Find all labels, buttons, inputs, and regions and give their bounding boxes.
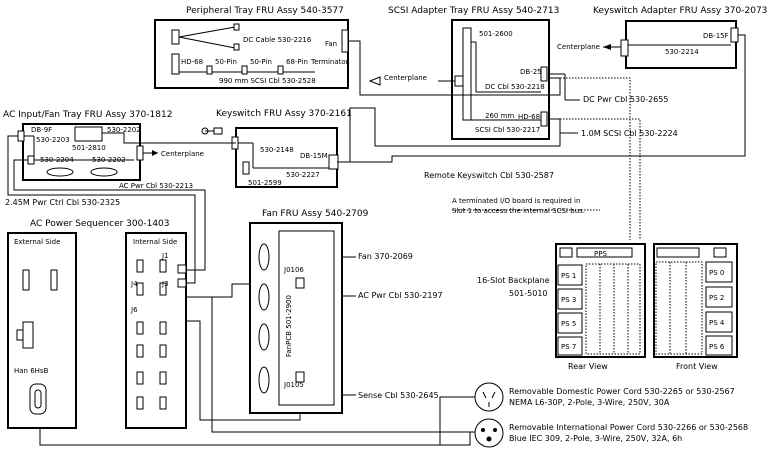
backplane-16-slot: 16-Slot Backplane 501-5010 PPS PS 1 PS 3… [477,243,738,371]
han-label: Han 6HsB [14,367,49,375]
j4-label: J4 [130,280,138,288]
p2148-label: 530-2148 [260,146,294,154]
sense-cbl-label: Sense Cbl 530-2645 [358,391,439,400]
ps3-label: PS 3 [561,296,576,304]
j0106-label: J0106 [283,266,304,274]
peripheral-tray-assembly: Peripheral Tray FRU Assy 540-3577 DC Cab… [154,6,349,89]
keyswitch-fru-assembly: Keyswitch FRU Assy 370-2161 530-2148 DB-… [201,109,352,188]
terminator-label: Terminator [310,58,349,66]
db25-label: DB-25 [520,68,542,76]
j1-label: J1 [161,252,169,260]
j0105-label: J0105 [283,381,304,389]
terminated-io-note: A terminated I/O board is required in Sl… [452,197,585,215]
backplane-line1: 16-Slot Backplane [477,276,550,285]
scsi-centerplane-label: Centerplane [384,74,427,82]
ac-power-sequencer: AC Power Sequencer 300-1403 External Sid… [7,219,187,429]
p2202a-label: 530-2202 [107,126,141,134]
keyswitch-fru-title: Keyswitch FRU Assy 370-2161 [216,109,352,119]
ps7-label: PS 7 [561,343,576,351]
fan-fru-title: Fan FRU Assy 540-2709 [262,209,369,219]
keyswitch-adapter-part: 530-2214 [665,48,699,56]
fan-icon [258,283,270,311]
scsi-adapter-tray-assembly: SCSI Adapter Tray FRU Assy 540-2713 501-… [368,6,559,140]
ac-input-fan-tray-assembly: AC Input/Fan Tray FRU Assy 370-1812 DB-9… [3,110,204,181]
ps1-label: PS 1 [561,272,576,280]
remote-keyswitch-label: Remote Keyswitch Cbl 530-2587 [424,171,554,180]
external-side-label: External Side [14,238,60,246]
scsi-cbl-2217-label: SCSI Cbl 530-2217 [475,126,540,134]
fan-icon [258,323,270,351]
front-view-label: Front View [676,362,718,371]
scsi-adapter-tray-title: SCSI Adapter Tray FRU Assy 540-2713 [388,6,559,16]
p2599-label: 501-2599 [248,179,282,187]
fan-icon [258,366,270,394]
fan-icon [258,243,270,271]
keyswitch-adapter-assembly: Keyswitch Adapter FRU Assy 370-2073 DB-1… [557,6,767,69]
j3-label: J3 [161,280,169,288]
scsi-adapter-board [462,27,472,121]
sequencer-title: AC Power Sequencer 300-1403 [30,219,170,229]
backplane-line2: 501-5010 [509,289,548,298]
note-line1: A terminated I/O board is required in [452,197,580,205]
db15f-label: DB-15F [703,32,729,40]
ps6-label: PS 6 [709,343,725,351]
pps-label: PPS [594,250,607,258]
intl-cord-line1: Removable International Power Cord 530-2… [509,423,748,432]
sequencer-internal-side [125,232,187,429]
scsi-cbl-990-label: 990 mm SCSI Cbl 530-2528 [219,77,316,85]
fan-label: Fan [325,40,337,48]
keyswitch-centerplane-label: Centerplane [557,43,600,51]
domestic-cord-line1: Removable Domestic Power Cord 530-2265 o… [509,387,735,396]
ac-input-tray-title: AC Input/Fan Tray FRU Assy 370-1812 [3,110,172,120]
iec309-plug-icon [474,418,504,448]
fan-cbl-label: Fan 370-2069 [358,252,413,261]
domestic-cord-line2: NEMA L6-30P, 2-Pole, 3-Wire, 250V, 30A [509,398,670,407]
internal-side-label: Internal Side [133,238,177,246]
fan-fru-assembly: Fan FRU Assy 540-2709 J0106 J0105 FanPCB… [249,209,369,414]
intl-cord-line2: Blue IEC 309, 2-Pole, 3-Wire, 250V, 32A,… [509,434,682,443]
p2227-label: 530-2227 [286,171,320,179]
db15m-label: DB-15M [300,152,328,160]
mm260-label: 260 mm [485,112,514,120]
ac-centerplane-label: Centerplane [161,150,204,158]
pin50a-label: 50-Pin [215,58,237,66]
scsi-hd68-label: HD-68 [518,113,540,121]
ps0-label: PS 0 [709,269,724,277]
ac-pwr-tray-cbl-label: AC Pwr Cbl 530-2213 [119,182,193,190]
scsi-adapter-part: 501-2600 [479,30,513,38]
p2203-label: 530-2203 [36,136,70,144]
pin50b-label: 50-Pin [250,58,272,66]
j6-label: J6 [130,306,138,314]
hd68-label: HD-68 [181,58,203,66]
peripheral-fan-connector [341,29,349,53]
db9f-label: DB-9F [31,126,52,134]
p2810-label: 501-2810 [72,144,106,152]
ac-pwr-cbl-label: AC Pwr Cbl 530-2197 [358,291,443,300]
keyswitch-adapter-title: Keyswitch Adapter FRU Assy 370-2073 [593,6,767,16]
rear-view-label: Rear View [568,362,608,371]
dc-cable-label: DC Cable 530-2216 [243,36,312,44]
scsi-10m-label: 1.0M SCSI Cbl 530-2224 [581,129,678,138]
fanpcb-label: FanPCB 501-2900 [285,295,293,357]
ps2-label: PS 2 [709,294,724,302]
fan-pcb [278,230,335,406]
key-icon [205,127,223,135]
pwr-ctrl-cbl-label: 2.45M Pwr Ctrl Cbl 530-2325 [5,198,120,207]
peripheral-tray-title: Peripheral Tray FRU Assy 540-3577 [186,6,344,16]
pin68-label: 68-Pin [286,58,308,66]
dc-pwr-cbl-label: DC Pwr Cbl 530-2655 [583,95,668,104]
peripheral-tray-box [154,19,349,89]
cable-runs: DC Pwr Cbl 530-2655 1.0M SCSI Cbl 530-22… [5,34,746,446]
peripheral-connector-left [171,29,180,45]
power-cords: Removable Domestic Power Cord 530-2265 o… [439,382,748,448]
dc-cbl-2218-label: DC Cbl 530-2218 [485,83,545,91]
note-line2: Slot 1 to access the internal SCSI bus. [452,207,585,215]
ps5-label: PS 5 [561,320,576,328]
ps4-label: PS 4 [709,319,725,327]
